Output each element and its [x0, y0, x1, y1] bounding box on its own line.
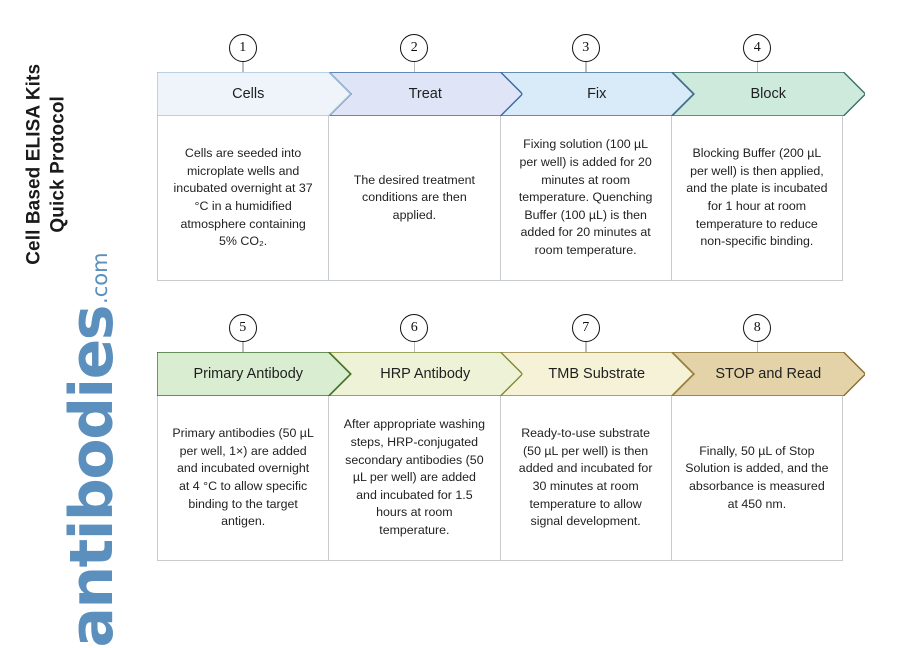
step-description-text-2: The desired treatment conditions are the…: [353, 172, 475, 222]
step-badge-connector-1: [242, 62, 244, 72]
step-label-6: HRP Antibody: [380, 366, 471, 382]
step-badge-connector-3: [585, 62, 587, 72]
protocol-row-2: 5 6 7 8 Primary Antibody HRP Antibody TMB Sub…: [157, 314, 865, 561]
step-description-panel-5: Primary antibodies (50 µL per well, 1×) …: [158, 396, 330, 560]
step-number-badge-5: 5: [228, 314, 257, 342]
step-description-panel-7: Ready-to-use substrate (50 µL per well) …: [501, 396, 672, 560]
step-chevron-3[interactable]: Fix: [500, 72, 694, 116]
step-label-1: Cells: [232, 86, 265, 102]
step-descriptions-row-2: Primary antibodies (50 µL per well, 1×) …: [157, 395, 843, 561]
step-description-text-6: After appropriate washing steps, HRP-con…: [343, 417, 485, 538]
step-chevrons-row-1: Cells Treat Fix Block: [157, 72, 865, 116]
step-badge-connector-6: [413, 342, 415, 352]
step-label-3: Fix: [587, 86, 607, 102]
step-badge-connector-7: [585, 342, 587, 352]
step-label-4: Block: [750, 86, 786, 102]
step-description-panel-4: Blocking Buffer (200 µL per well) is the…: [672, 116, 842, 280]
step-chevron-2[interactable]: Treat: [328, 72, 522, 116]
step-number-badge-2: 2: [400, 34, 429, 62]
step-number-badge-7: 7: [571, 314, 600, 342]
logo-wordmark: antibodies: [57, 305, 127, 648]
step-chevron-shape-2: [328, 72, 522, 116]
step-description-text-5: Primary antibodies (50 µL per well, 1×) …: [172, 426, 314, 529]
step-description-panel-3: Fixing solution (100 µL per well) is add…: [501, 116, 672, 280]
step-chevrons-row-2: Primary Antibody HRP Antibody TMB Substrat…: [157, 352, 865, 396]
step-number-badge-4: 4: [743, 34, 772, 62]
step-description-text-3: Fixing solution (100 µL per well) is add…: [518, 137, 653, 258]
step-badges-row-2: 5 6 7 8: [157, 314, 843, 352]
step-description-panel-6: After appropriate washing steps, HRP-con…: [329, 396, 501, 560]
step-description-panel-1: Cells are seeded into microplate wells a…: [158, 116, 330, 280]
step-chevron-1[interactable]: Cells: [157, 72, 351, 116]
step-label-8: STOP and Read: [715, 366, 822, 382]
step-description-text-1: Cells are seeded into microplate wells a…: [173, 146, 313, 249]
step-label-2: Treat: [408, 86, 442, 102]
step-badge-connector-8: [756, 342, 758, 352]
step-label-5: Primary Antibody: [193, 366, 304, 382]
logo-tld: .com: [88, 252, 112, 304]
step-chevron-7[interactable]: TMB Substrate: [500, 352, 694, 396]
branding-column: Cell Based ELISA Kits Quick Protocol ant…: [0, 0, 150, 648]
step-chevron-shape-8: [671, 352, 865, 396]
step-chevron-shape-1: [157, 72, 351, 116]
step-chevron-4[interactable]: Block: [671, 72, 865, 116]
step-chevron-5[interactable]: Primary Antibody: [157, 352, 351, 396]
antibodies-logo: antibodies .com: [18, 252, 127, 647]
step-chevron-8[interactable]: STOP and Read: [671, 352, 865, 396]
step-descriptions-row-1: Cells are seeded into microplate wells a…: [157, 115, 843, 281]
step-number-badge-1: 1: [228, 34, 257, 62]
step-chevron-6[interactable]: HRP Antibody: [328, 352, 522, 396]
step-number-badge-3: 3: [571, 34, 600, 62]
step-badge-connector-5: [242, 342, 244, 352]
step-chevron-shape-3: [500, 72, 694, 116]
step-chevron-shape-4: [671, 72, 865, 116]
step-number-badge-6: 6: [400, 314, 429, 342]
step-label-7: TMB Substrate: [548, 366, 646, 382]
step-description-text-4: Blocking Buffer (200 µL per well) is the…: [686, 146, 828, 249]
step-description-text-7: Ready-to-use substrate (50 µL per well) …: [518, 426, 653, 529]
step-description-text-8: Finally, 50 µL of Stop Solution is added…: [685, 443, 829, 511]
step-number-badge-8: 8: [743, 314, 772, 342]
step-description-panel-8: Finally, 50 µL of Stop Solution is added…: [672, 396, 842, 560]
step-chevron-shape-6: [328, 352, 522, 396]
step-description-panel-2: The desired treatment conditions are the…: [329, 116, 501, 280]
protocol-row-1: 1 2 3 4 Cells Treat Fix Block Cells are seeded…: [157, 34, 865, 281]
step-badges-row-1: 1 2 3 4: [157, 34, 843, 72]
step-badge-connector-4: [756, 62, 758, 72]
step-chevron-shape-7: [500, 352, 694, 396]
step-badge-connector-2: [413, 62, 415, 72]
step-chevron-shape-5: [157, 352, 351, 396]
page-title: Cell Based ELISA Kits Quick Protocol: [23, 63, 69, 265]
